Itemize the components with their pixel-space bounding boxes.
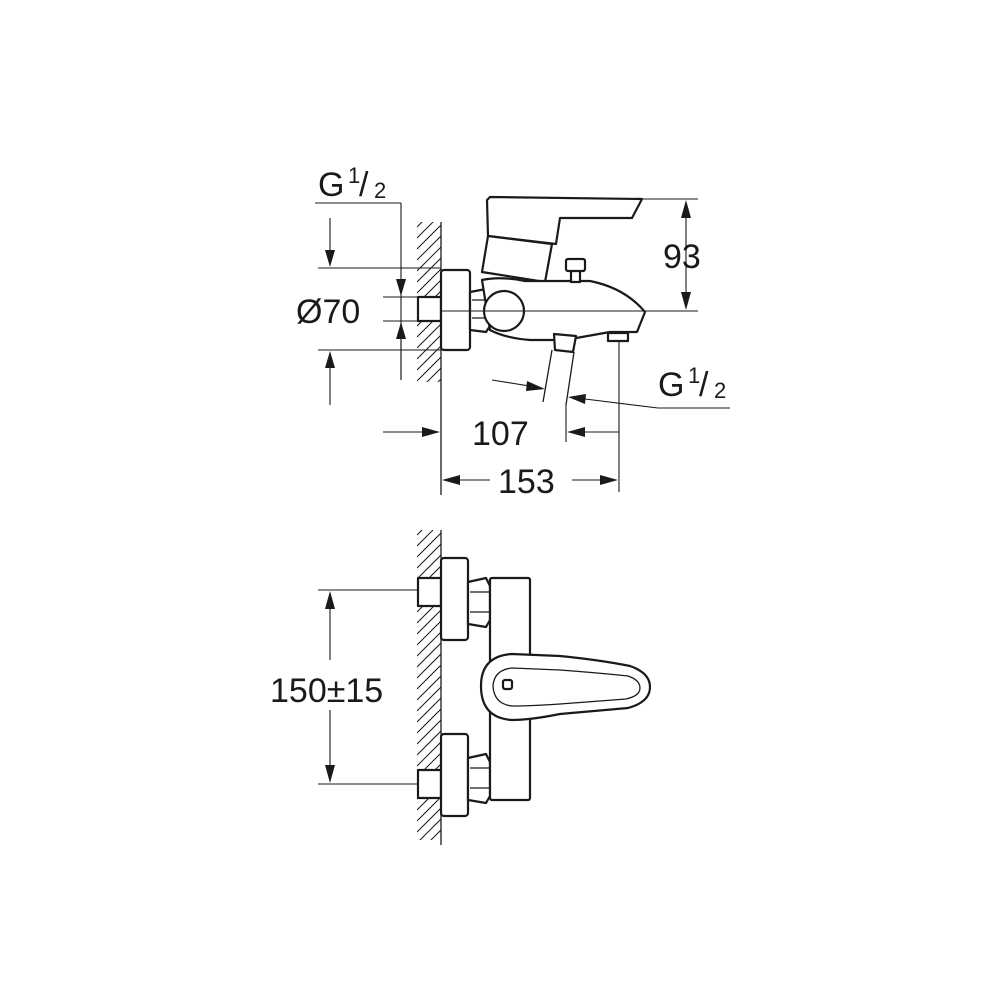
outlet-thread-slash: / — [699, 366, 709, 404]
hatch-line — [417, 334, 441, 360]
front-view: 150±15 — [270, 500, 652, 887]
indicator-icon — [501, 678, 514, 691]
bottom-connector — [416, 768, 443, 800]
hatch-line — [417, 653, 441, 679]
hatch-line — [417, 863, 441, 887]
hatch-line — [417, 222, 423, 228]
lever-front — [479, 652, 652, 722]
hatch-line — [417, 222, 434, 239]
hatch-line — [417, 268, 441, 294]
top-nut — [466, 576, 492, 629]
hatch-line — [417, 730, 441, 756]
cartridge-housing — [480, 234, 554, 284]
hatch-line — [417, 554, 441, 580]
hatch-line — [417, 401, 441, 425]
top-connector — [416, 576, 443, 608]
cover-flange — [439, 268, 472, 352]
dim-height-label: 93 — [663, 238, 701, 276]
hatch-line — [417, 530, 434, 547]
outlet-thread-g: G — [658, 366, 684, 404]
top-flange — [439, 556, 470, 642]
bottom-flange — [439, 732, 470, 818]
inlet-thread-slash: / — [359, 166, 369, 204]
dim-total-depth-label: 153 — [498, 463, 555, 501]
hatch-line — [417, 500, 441, 524]
hatch-line — [417, 224, 441, 250]
hatch-line — [417, 664, 441, 690]
hatch-line — [417, 246, 441, 272]
bottom-nut — [466, 752, 492, 805]
hatch-line — [417, 697, 441, 723]
hatch-line — [417, 741, 441, 767]
hatch-line — [419, 818, 441, 840]
hatch-line — [417, 543, 441, 569]
lever-handle — [485, 195, 644, 246]
shower-outlet — [552, 332, 578, 354]
inlet-thread-denominator: 2 — [374, 178, 386, 203]
wall-hatching-bottom — [417, 500, 442, 887]
hatch-line — [417, 609, 441, 635]
hatch-line — [430, 829, 441, 840]
hatch-line — [417, 631, 441, 657]
hatch-line — [417, 807, 441, 833]
hatch-line — [426, 367, 441, 382]
hatch-line — [417, 356, 441, 382]
outlet-thread-denominator: 2 — [714, 378, 726, 403]
dim-diameter-label: Ø70 — [296, 293, 360, 331]
side-view: 93 G 1 / 2 Ø70 G 1 / 2 — [296, 163, 730, 501]
diverter-knob — [564, 257, 587, 273]
hatch-line — [417, 323, 441, 349]
hatch-line — [417, 620, 441, 646]
spout-aerator — [606, 331, 630, 343]
hatch-line — [417, 719, 441, 745]
hatch-line — [417, 530, 423, 536]
hatch-line — [417, 852, 441, 876]
hatch-line — [417, 841, 441, 865]
hatch-line — [417, 390, 441, 414]
outlet-thread-numerator: 1 — [688, 363, 700, 388]
inlet-thread-numerator: 1 — [348, 163, 360, 188]
hatch-line — [417, 642, 441, 668]
hatch-line — [417, 235, 441, 261]
hatch-line — [417, 708, 441, 734]
hatch-line — [417, 257, 441, 283]
hatch-line — [437, 378, 441, 382]
eccentric-connector — [416, 295, 443, 323]
inlet-thread-g: G — [318, 166, 344, 204]
wall-hatching-top — [417, 192, 442, 495]
hatch-line — [417, 796, 441, 822]
hatch-line — [417, 192, 441, 216]
dim-center-distance-label: 150±15 — [270, 672, 383, 710]
hatch-line — [417, 675, 441, 701]
hatch-line — [417, 686, 441, 712]
hatch-line — [417, 532, 441, 558]
mixer-body — [480, 277, 647, 342]
dim-spout-offset-label: 107 — [472, 415, 529, 453]
